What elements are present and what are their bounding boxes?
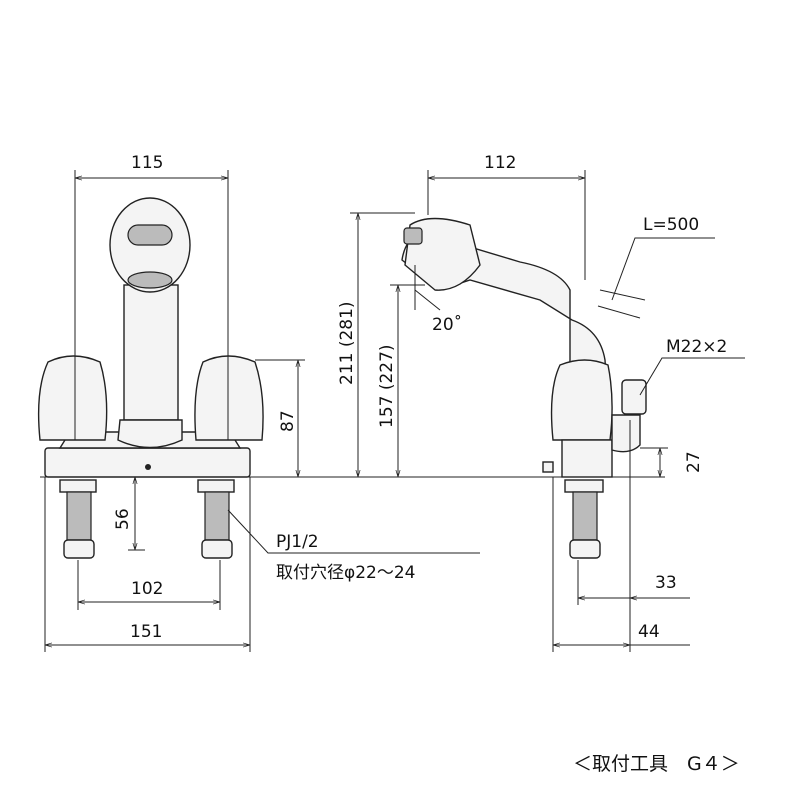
right-shank <box>197 479 235 559</box>
dim-102: 102 <box>131 579 163 599</box>
dim-33: 33 <box>655 573 677 593</box>
hose-length-label: L=500 <box>643 215 699 235</box>
dim-112: 112 <box>484 153 516 173</box>
front-dimensions <box>44 170 480 652</box>
dim-44: 44 <box>638 622 660 642</box>
spray-head <box>404 217 481 291</box>
dim-157-227: 157 (227) <box>377 344 397 428</box>
angle-20: 20˚ <box>432 314 462 335</box>
left-shank <box>59 479 97 559</box>
connector-thread-label: M22×2 <box>666 337 727 357</box>
side-dimensions <box>350 170 745 652</box>
right-handle <box>194 355 264 441</box>
dim-87: 87 <box>278 410 298 432</box>
base-plate <box>44 447 251 478</box>
dim-151: 151 <box>130 622 162 642</box>
dim-27: 27 <box>684 451 704 473</box>
dim-211-281: 211 (281) <box>337 301 357 385</box>
connector-nut <box>621 379 647 415</box>
front-view-faucet <box>37 197 264 559</box>
thread-label: PJ1/2 <box>276 532 319 552</box>
dim-56: 56 <box>113 508 133 530</box>
hole-diameter-label: 取付穴径φ22〜24 <box>276 563 415 583</box>
mounting-tool-label: ＜取付工具 G４＞ <box>573 753 740 775</box>
side-view-faucet <box>401 217 647 559</box>
spout-column <box>123 284 179 421</box>
side-handle <box>550 359 613 441</box>
dim-115: 115 <box>131 153 163 173</box>
left-handle <box>37 355 108 441</box>
